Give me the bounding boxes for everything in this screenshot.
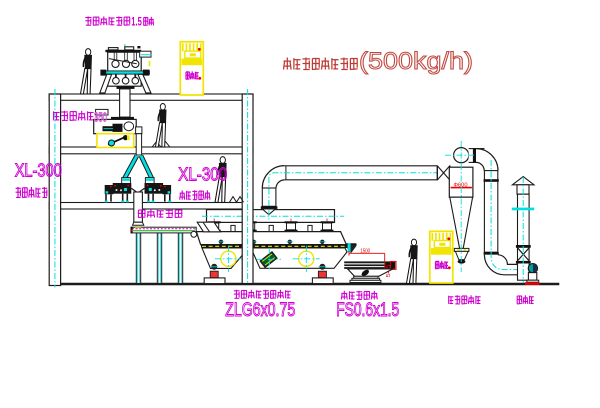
svg-text:FS0.6x1.5: FS0.6x1.5 — [336, 300, 399, 321]
svg-text:350: 350 — [94, 109, 107, 124]
svg-text:XL-300: XL-300 — [178, 165, 227, 185]
svg-text:ZLG6x0.75: ZLG6x0.75 — [225, 300, 295, 321]
svg-text:1500: 1500 — [360, 249, 370, 255]
svg-text:XL-300: XL-300 — [15, 161, 62, 181]
svg-text:(500kg/h): (500kg/h) — [359, 48, 473, 75]
svg-text:Φ600: Φ600 — [454, 182, 468, 188]
svg-text:1.5: 1.5 — [131, 16, 142, 28]
